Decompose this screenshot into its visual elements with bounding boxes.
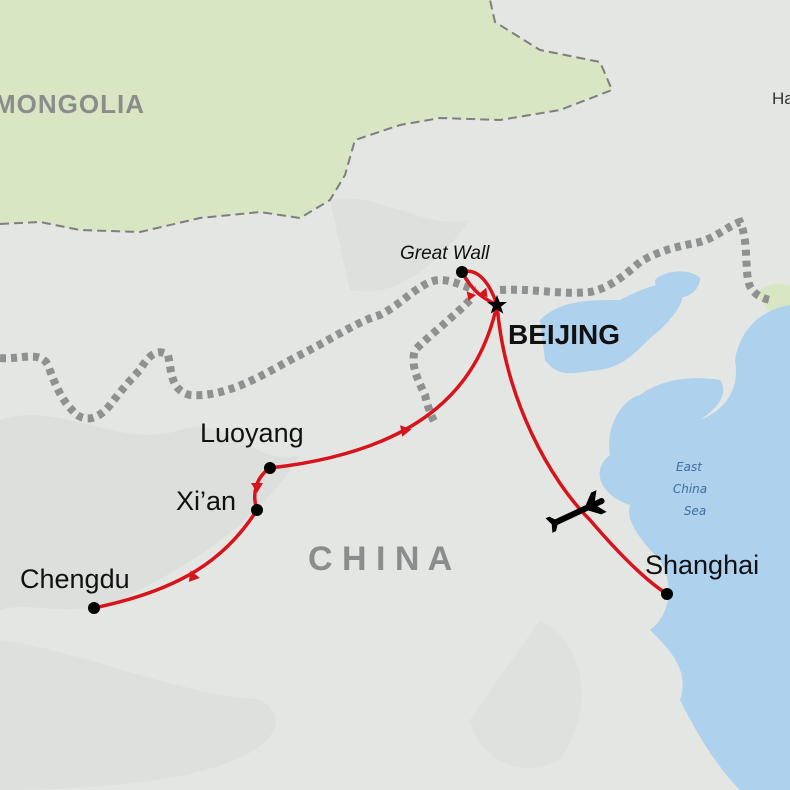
great-wall-line bbox=[0, 217, 771, 427]
edge-place-fragment: Ha bbox=[772, 89, 790, 108]
stop-label-great-wall: Great Wall bbox=[400, 243, 490, 264]
luoyang-dot bbox=[264, 462, 276, 474]
sea-area bbox=[599, 305, 790, 790]
mongolia-region bbox=[0, 0, 612, 232]
great-wall-west bbox=[0, 276, 477, 423]
country-label-mongolia: MONGOLIA bbox=[0, 89, 145, 119]
xian-dot bbox=[251, 504, 263, 516]
direction-arrow bbox=[478, 287, 488, 298]
stop-label-xian: Xi’an bbox=[176, 486, 236, 516]
liaodong-bay bbox=[655, 271, 700, 299]
mongolia-border bbox=[0, 0, 614, 234]
route-arrows bbox=[188, 287, 488, 582]
bohai-sea bbox=[540, 283, 683, 374]
airplane-icon bbox=[545, 490, 607, 533]
stop-markers bbox=[88, 266, 673, 614]
direction-arrow bbox=[251, 483, 263, 493]
great-wall-dot bbox=[456, 266, 468, 278]
stop-label-luoyang: Luoyang bbox=[200, 418, 304, 448]
route-xian-chengdu bbox=[92, 508, 259, 610]
shanghai-dot bbox=[661, 588, 673, 600]
direction-arrow bbox=[466, 291, 477, 301]
sea-label-line1: East bbox=[676, 460, 703, 474]
star-icon bbox=[487, 295, 507, 314]
sea-label-line3: Sea bbox=[684, 504, 706, 518]
stop-label-chengdu: Chengdu bbox=[20, 564, 130, 594]
terrain-shading bbox=[0, 198, 582, 790]
route-beijing-luoyang bbox=[268, 303, 499, 470]
chengdu-dot bbox=[88, 602, 100, 614]
direction-arrow bbox=[400, 425, 412, 437]
route-beijing-shanghai bbox=[495, 303, 669, 596]
stop-label-shanghai: Shanghai bbox=[645, 550, 759, 580]
sea-label-line2: China bbox=[673, 482, 707, 496]
great-wall-east bbox=[499, 217, 771, 304]
bohai-sea-2 bbox=[640, 378, 724, 420]
stop-label-beijing: BEIJING bbox=[508, 319, 620, 350]
direction-arrow bbox=[188, 570, 200, 582]
great-wall-south-branch bbox=[409, 297, 473, 427]
country-label-china: C H I N A bbox=[308, 540, 452, 578]
